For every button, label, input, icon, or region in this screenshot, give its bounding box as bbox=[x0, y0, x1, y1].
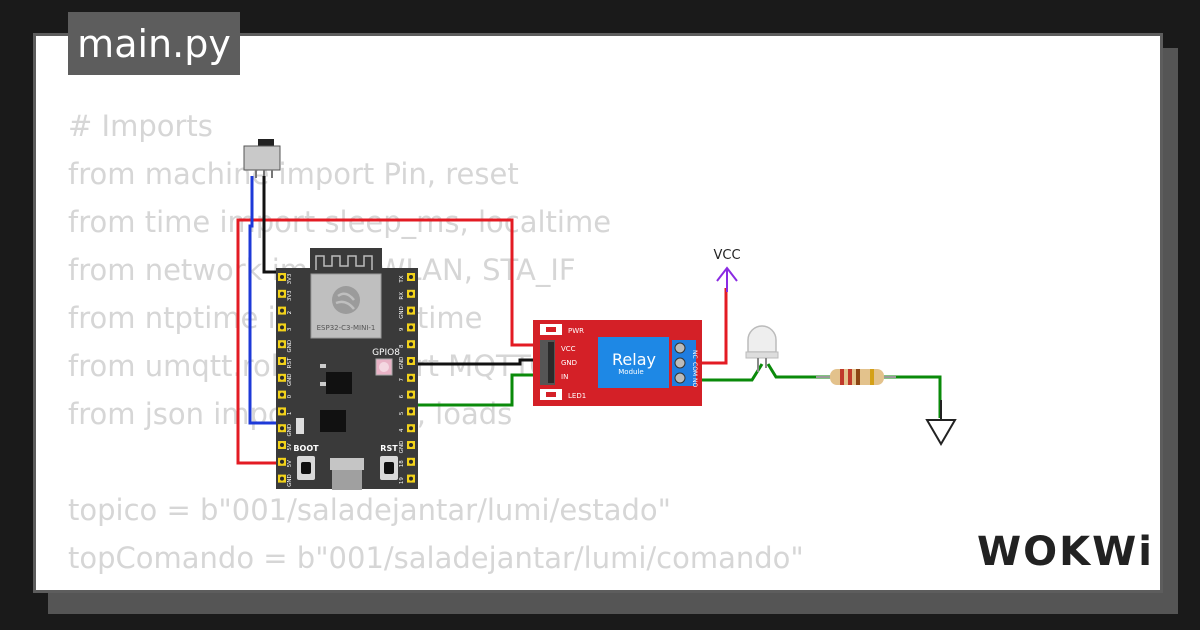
right-pin-label: 18 bbox=[399, 460, 405, 467]
boot-label: BOOT bbox=[293, 444, 319, 453]
code-line: # Imports bbox=[68, 109, 213, 143]
relay-cube bbox=[598, 337, 669, 388]
right-pin-label: 4 bbox=[399, 428, 405, 432]
left-pin-label: GND bbox=[287, 424, 293, 437]
led[interactable] bbox=[745, 325, 779, 372]
rst-label: RST bbox=[380, 444, 398, 453]
relay-pin-in: IN bbox=[561, 373, 568, 381]
wokwi-wordmark: WOKWi bbox=[977, 529, 1154, 575]
wire-black-gnd bbox=[411, 358, 547, 366]
wire-green-led bbox=[766, 363, 833, 379]
led-dome bbox=[747, 325, 777, 353]
right-pin-label: 9 bbox=[399, 327, 405, 331]
pwr-label: PWR bbox=[568, 327, 584, 335]
relay-pin-vcc: VCC bbox=[561, 345, 576, 353]
resistor[interactable] bbox=[816, 369, 896, 385]
left-pin-label: 1 bbox=[287, 412, 293, 416]
module-label: ESP32-C3-MINI-1 bbox=[317, 324, 376, 332]
esp32-c3-board[interactable]: ESP32-C3-MINI-1 GPIO8 BOOT RST 3V33V323G… bbox=[276, 248, 418, 490]
code-line: topico = b"001/saladejantar/lumi/estado" bbox=[68, 493, 671, 527]
left-pin-label: 2 bbox=[287, 311, 293, 315]
vcc-symbol[interactable]: VCC bbox=[713, 248, 741, 292]
relay-subtitle: Module bbox=[618, 368, 643, 376]
left-pin-label: GND bbox=[287, 340, 293, 353]
antenna-area bbox=[310, 248, 382, 272]
antenna-trace bbox=[315, 255, 373, 270]
left-pin-label: GND bbox=[287, 373, 293, 386]
left-pin-label: GND bbox=[287, 474, 293, 487]
espressif-logo-icon bbox=[332, 286, 360, 314]
wires bbox=[236, 176, 942, 465]
relay-module[interactable]: PWR LED1 VCC GND IN Relay Module NC COM … bbox=[533, 320, 702, 406]
led1-label: LED1 bbox=[568, 392, 586, 400]
left-pin-label: 3V3 bbox=[287, 290, 293, 301]
preview-card bbox=[33, 33, 1163, 593]
gpio8-label: GPIO8 bbox=[372, 348, 400, 358]
left-pin-label: RST bbox=[287, 357, 293, 368]
file-tab[interactable]: main.py bbox=[68, 12, 240, 75]
terminal-screw-no bbox=[674, 372, 686, 384]
right-pin-label: TX bbox=[399, 275, 405, 283]
left-pin-label: 0 bbox=[287, 394, 293, 398]
regulator-chip bbox=[326, 372, 352, 394]
terminal-label-nc: NC bbox=[691, 350, 698, 359]
terminal-screw-nc bbox=[674, 342, 686, 354]
slide-switch[interactable] bbox=[243, 139, 281, 178]
terminal-label-com: COM bbox=[691, 362, 698, 376]
vcc-label: VCC bbox=[713, 248, 740, 263]
relay-title: Relay bbox=[612, 350, 656, 369]
wire-red-5v bbox=[236, 218, 547, 465]
wire-black-switch bbox=[262, 176, 282, 274]
left-pin-label: 3V3 bbox=[287, 273, 293, 284]
left-pin-label: 3 bbox=[287, 327, 293, 331]
right-pin-label: 6 bbox=[399, 394, 405, 398]
left-pin-label: 5V bbox=[287, 443, 293, 450]
terminal-label-no: NO bbox=[691, 378, 698, 387]
terminal-screw-com bbox=[674, 357, 686, 369]
wire-green-gnd bbox=[880, 375, 942, 418]
right-pin-label: 8 bbox=[399, 344, 405, 348]
code-line: from machine import Pin, reset bbox=[68, 157, 519, 191]
right-pin-label: RX bbox=[399, 292, 405, 300]
right-pin-label: GND bbox=[399, 441, 405, 454]
relay-pin-gnd: GND bbox=[561, 359, 577, 367]
right-pin-label: 19 bbox=[399, 477, 405, 484]
left-pin-label: 5V bbox=[287, 460, 293, 467]
switch-body bbox=[243, 145, 281, 171]
ground-symbol[interactable] bbox=[925, 400, 957, 446]
right-pin-label: 7 bbox=[399, 378, 405, 382]
code-line: topComando = b"001/saladejantar/lumi/com… bbox=[68, 541, 804, 575]
right-pin-label: GND bbox=[399, 306, 405, 319]
code-line: from time import sleep_ms, localtime bbox=[68, 205, 612, 239]
right-pin-label: GND bbox=[399, 357, 405, 370]
usb-connector bbox=[330, 458, 364, 470]
right-pin-label: 5 bbox=[399, 411, 405, 415]
wire-green-in bbox=[411, 373, 547, 407]
wokwi-logo: WOKWi bbox=[977, 529, 1154, 575]
usb-plug bbox=[332, 470, 362, 490]
usb-chip bbox=[320, 410, 346, 432]
